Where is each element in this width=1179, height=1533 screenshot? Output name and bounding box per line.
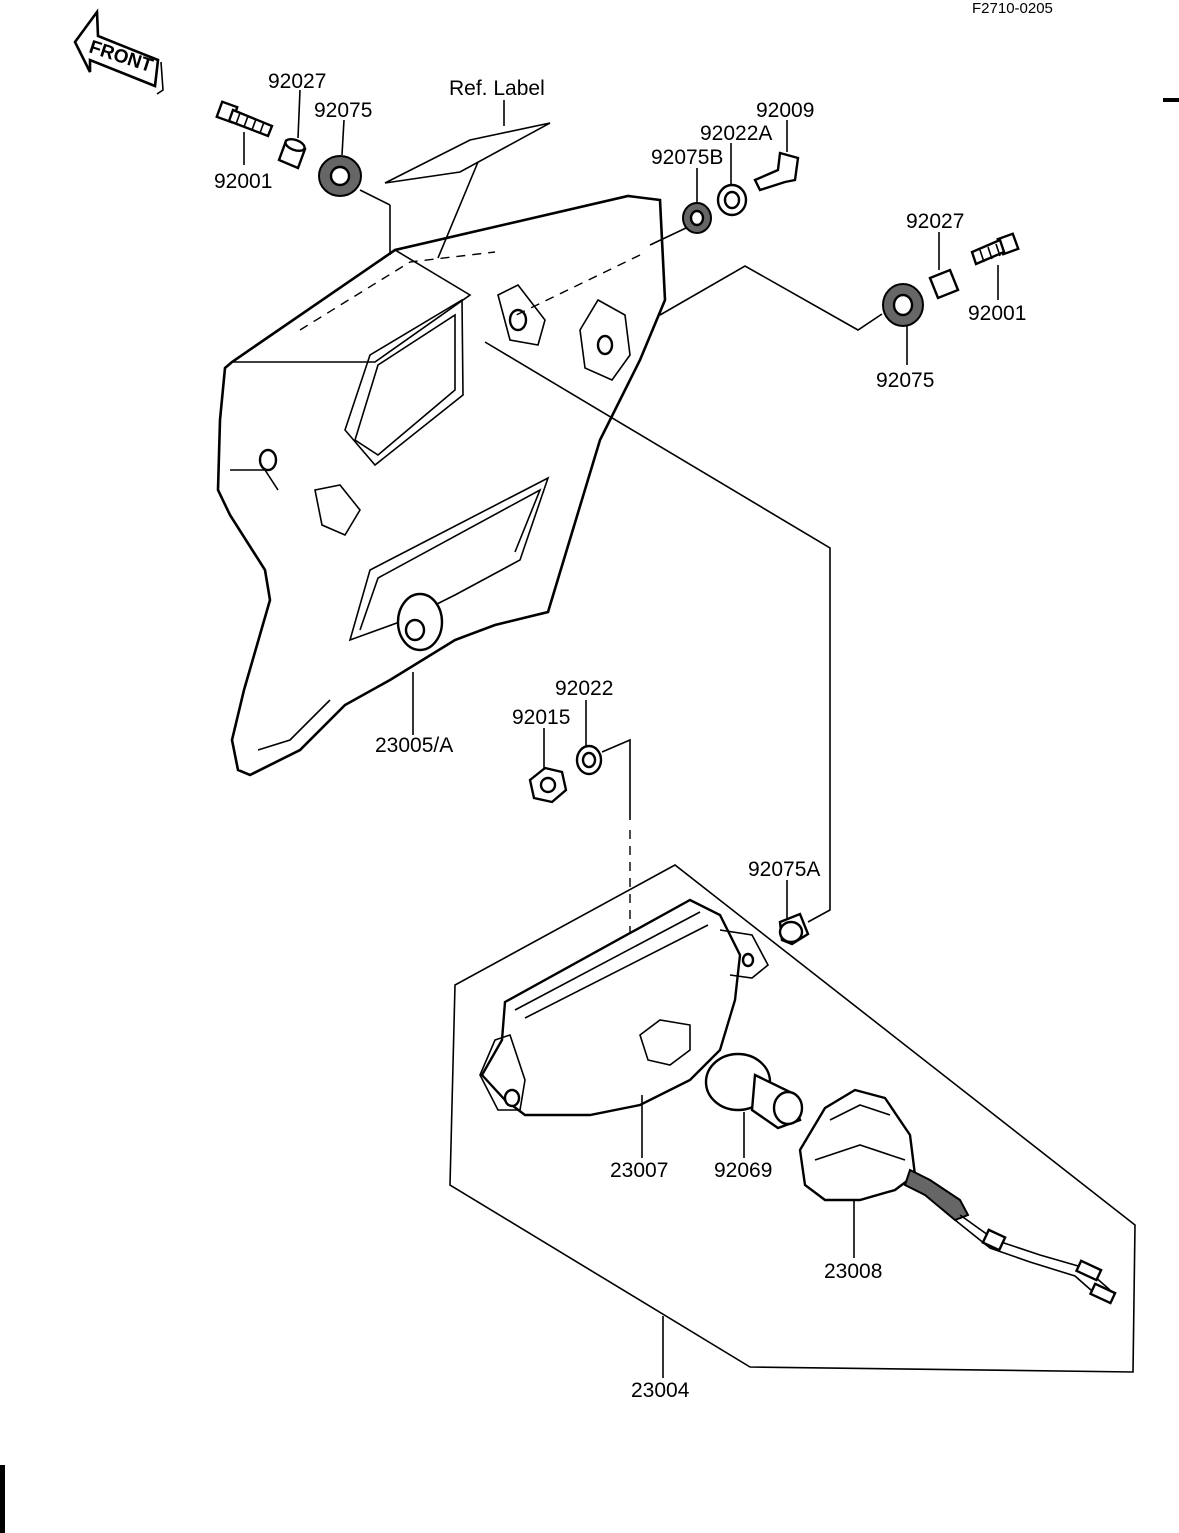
part-92027-right: 92027 xyxy=(906,210,964,233)
nut-92015 xyxy=(528,766,568,804)
part-23004: 23004 xyxy=(631,1379,690,1402)
washer-92022A xyxy=(716,183,748,217)
socket-23008 xyxy=(798,1088,1117,1305)
collar-92027-top xyxy=(277,137,307,170)
front-arrow-icon: FRONT xyxy=(73,8,164,95)
part-92001-top: 92001 xyxy=(214,170,272,193)
part-92075B: 92075B xyxy=(651,146,723,169)
part-23008: 23008 xyxy=(824,1260,882,1283)
bulb-92069 xyxy=(704,1052,804,1130)
grommet-92075-top xyxy=(318,155,362,197)
side-cover-23005A xyxy=(216,194,667,777)
part-23005A: 23005/A xyxy=(375,734,453,757)
part-92022: 92022 xyxy=(555,677,613,700)
part-92069: 92069 xyxy=(714,1159,772,1182)
part-92009: 92009 xyxy=(756,99,814,122)
part-92022A: 92022A xyxy=(700,122,772,145)
left-edge-bar xyxy=(0,1465,5,1533)
part-92027-top: 92027 xyxy=(268,70,326,93)
lens-housing-23007 xyxy=(479,898,770,1117)
bolt-92001-right xyxy=(970,232,1020,266)
part-92075-right: 92075 xyxy=(876,369,934,392)
screw-92009 xyxy=(753,151,800,192)
grommet-92075-right xyxy=(882,283,924,327)
bolt-92001-top xyxy=(215,100,274,138)
leader-lines xyxy=(243,89,999,1378)
part-23007: 23007 xyxy=(610,1159,668,1182)
part-92001-right: 92001 xyxy=(968,302,1026,325)
part-92015: 92015 xyxy=(512,706,570,729)
washer-92022 xyxy=(575,744,603,776)
assembly-outline-23004 xyxy=(449,864,1136,1373)
grommet-92075A xyxy=(778,912,810,946)
collar-92027-right xyxy=(928,268,960,300)
figure-code: F2710-0205 xyxy=(972,0,1053,17)
ref-label-sticker: Ref. Label xyxy=(384,77,551,259)
washer-92075B xyxy=(682,202,712,234)
part-92075A: 92075A xyxy=(748,858,820,881)
edge-mark xyxy=(1163,98,1179,102)
ref-label-text: Ref. Label xyxy=(449,77,545,100)
part-92075-top: 92075 xyxy=(314,99,372,122)
